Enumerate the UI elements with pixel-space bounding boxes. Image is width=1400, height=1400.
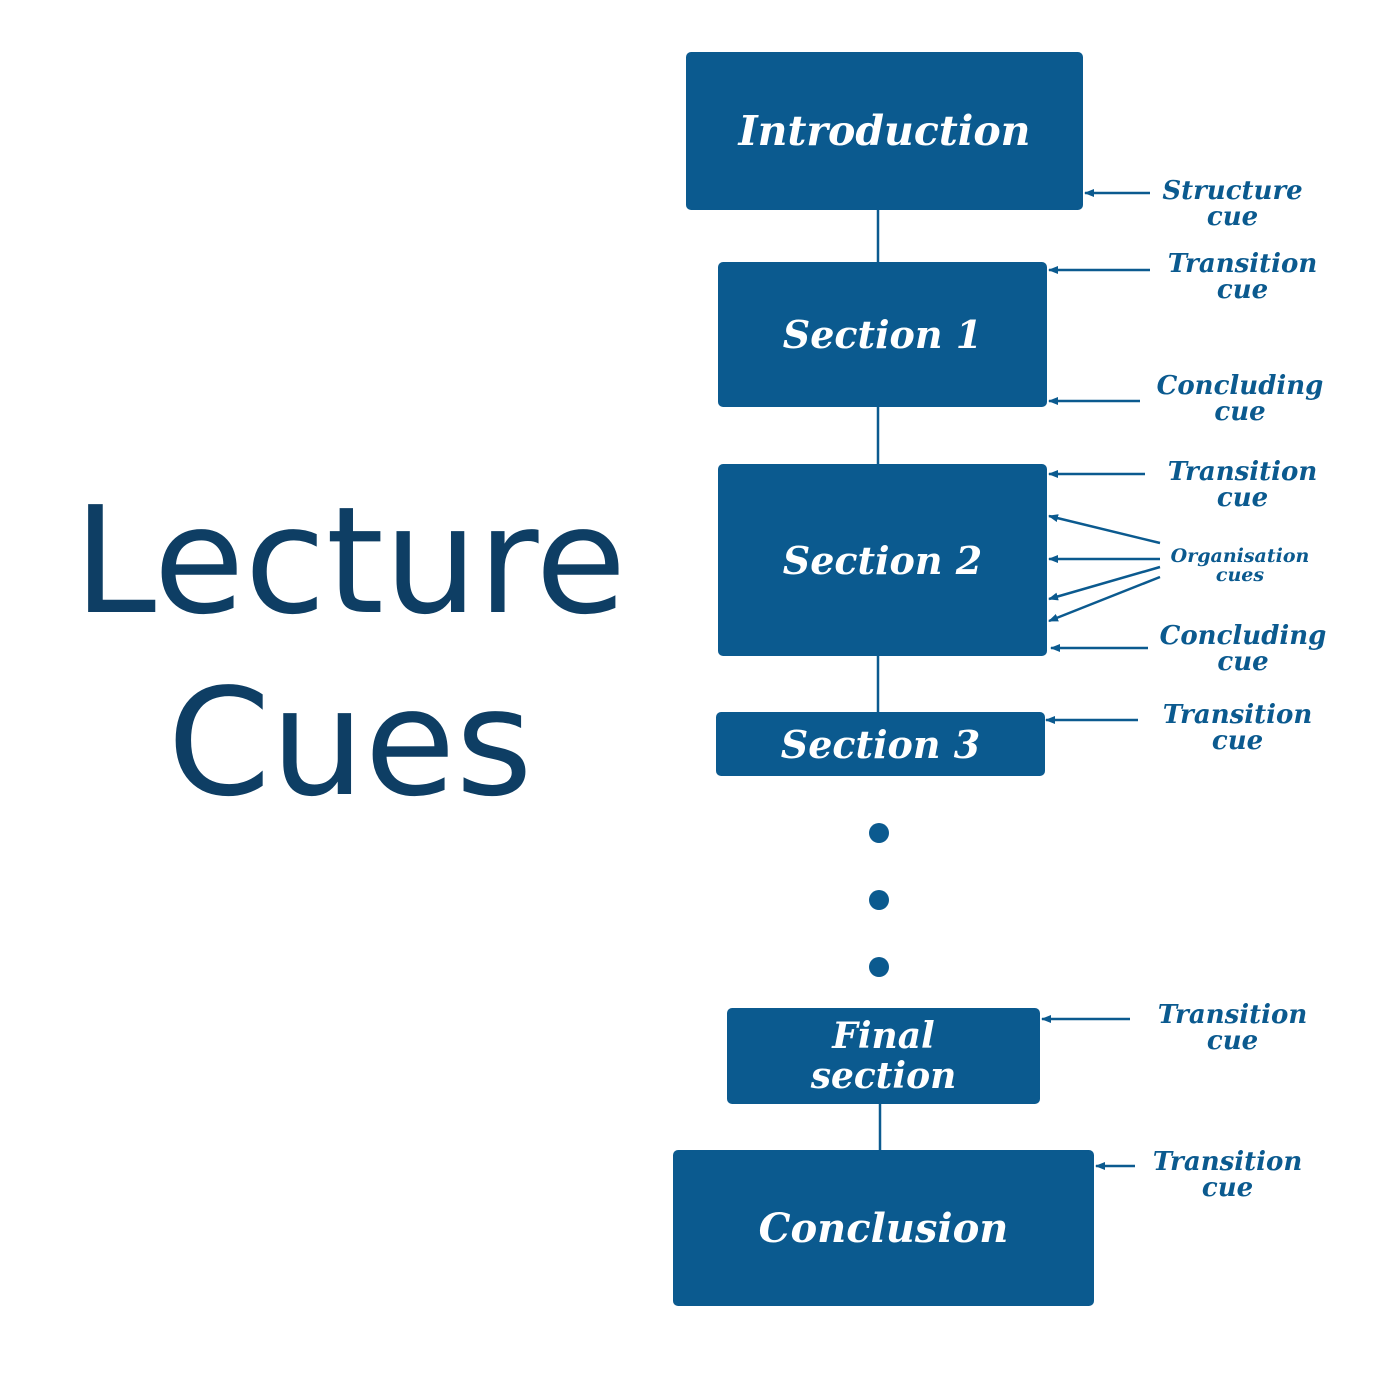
cue-transition-2-line-2: cue — [1216, 483, 1269, 513]
cue-transition-final-line-1: Transition — [1157, 1000, 1308, 1030]
ellipsis-dot — [869, 823, 889, 843]
cue-transition-3: Transition cue — [1150, 702, 1325, 754]
cue-organisation-line-1: Organisation — [1170, 545, 1310, 567]
box-final-section-label-2: section — [810, 1055, 957, 1097]
cue-transition-1-line-1: Transition — [1167, 249, 1318, 279]
box-introduction: Introduction — [686, 52, 1083, 210]
cue-transition-conclusion-line-1: Transition — [1152, 1147, 1303, 1177]
cue-concluding-2: Concluding cue — [1148, 623, 1338, 675]
cue-transition-1-line-2: cue — [1216, 275, 1269, 305]
cue-structure-line-1: Structure — [1162, 176, 1303, 206]
arrow-organisation-cue-4 — [1048, 575, 1161, 623]
title-line-2: Cues — [167, 657, 533, 829]
cue-concluding-1: Concluding cue — [1145, 373, 1335, 425]
cue-transition-conclusion: Transition cue — [1140, 1149, 1315, 1201]
cue-organisation-line-2: cues — [1215, 564, 1265, 586]
cue-transition-2-line-1: Transition — [1167, 457, 1318, 487]
box-section-3-label: Section 3 — [780, 721, 981, 767]
box-final-section-label-1: Final — [832, 1015, 935, 1057]
box-introduction-label: Introduction — [738, 107, 1031, 155]
diagram-title: Lecture Cues — [30, 470, 670, 834]
arrow-organisation-cue-1 — [1048, 514, 1161, 545]
cue-structure: Structure cue — [1150, 178, 1315, 230]
cue-concluding-2-line-1: Concluding — [1159, 621, 1327, 651]
cue-organisation: Organisation cues — [1160, 547, 1320, 585]
box-section-2-label: Section 2 — [782, 537, 983, 583]
box-section-1-label: Section 1 — [782, 312, 983, 357]
cue-transition-3-line-2: cue — [1211, 726, 1264, 756]
cue-structure-line-2: cue — [1206, 202, 1259, 232]
cue-transition-1: Transition cue — [1155, 251, 1330, 303]
box-section-3: Section 3 — [716, 712, 1045, 776]
cue-transition-final: Transition cue — [1145, 1002, 1320, 1054]
cue-concluding-1-line-1: Concluding — [1156, 371, 1324, 401]
cue-transition-2: Transition cue — [1155, 459, 1330, 511]
box-conclusion: Conclusion — [673, 1150, 1094, 1306]
cue-transition-conclusion-line-2: cue — [1201, 1173, 1254, 1203]
ellipsis-dot — [869, 957, 889, 977]
box-conclusion-label: Conclusion — [758, 1204, 1009, 1252]
box-section-2: Section 2 — [718, 464, 1047, 656]
title-line-1: Lecture — [73, 475, 627, 647]
cue-transition-3-line-1: Transition — [1162, 700, 1313, 730]
arrow-organisation-cue-3 — [1048, 565, 1161, 601]
ellipsis-dot — [869, 890, 889, 910]
cue-concluding-2-line-2: cue — [1217, 647, 1269, 677]
box-final-section: Final section — [727, 1008, 1040, 1104]
cue-transition-final-line-2: cue — [1206, 1026, 1259, 1056]
cue-concluding-1-line-2: cue — [1214, 397, 1266, 427]
box-section-1: Section 1 — [718, 262, 1047, 407]
